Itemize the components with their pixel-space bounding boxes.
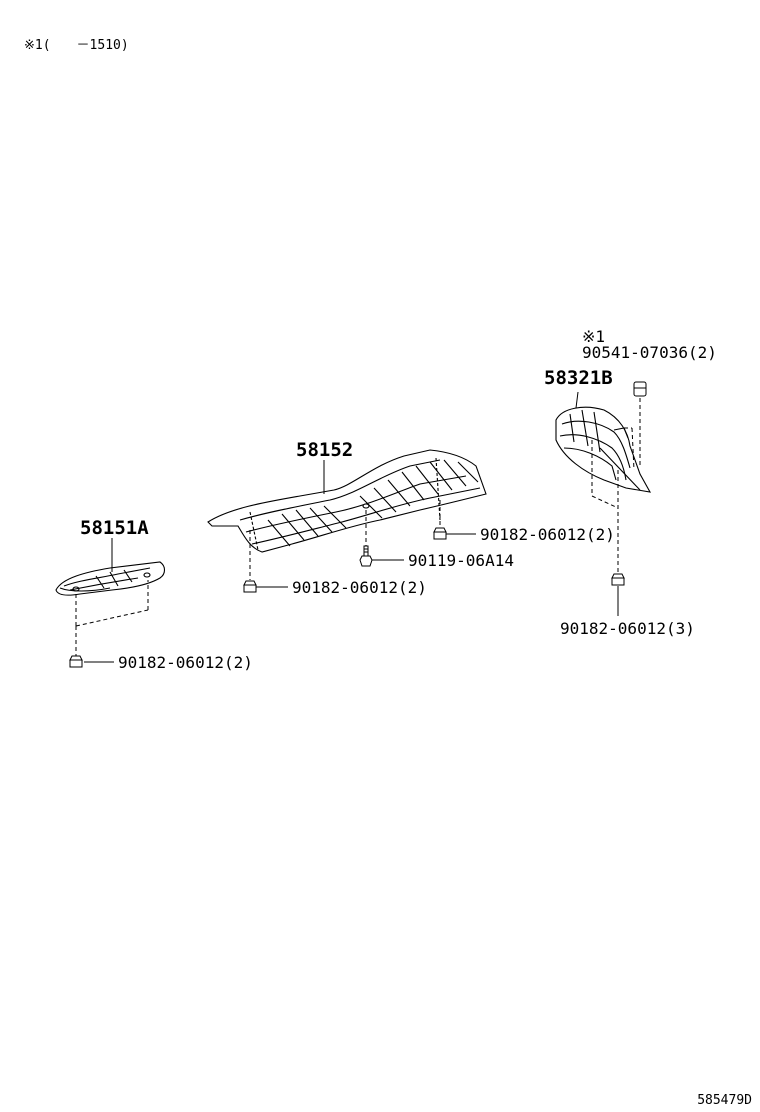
nut-right-lower[interactable] [611,573,625,586]
heat-insulator-58321b[interactable] [555,406,652,493]
nut-right-upper[interactable] [433,527,447,540]
header-note: ※1( －1510) [24,38,129,53]
part-number-90182-left: 90182-06012(2) [118,653,253,672]
nut-left[interactable] [69,655,83,668]
part-number-58151a: 58151A [80,517,149,539]
part-number-58321b: 58321B [544,367,613,389]
part-number-90182-right-upper: 90182-06012(2) [480,525,615,544]
grommet-90541[interactable] [633,381,647,397]
part-number-90182-center-left: 90182-06012(2) [292,578,427,597]
part-number-90119: 90119-06A14 [408,551,514,570]
part-number-58152: 58152 [296,439,353,461]
part-note-90541: ※1 [582,327,605,346]
illustration-reference: 585479D [697,1093,752,1108]
bolt-90119[interactable] [359,545,373,567]
heat-insulator-58152[interactable] [207,449,487,553]
leader-58321b [575,391,641,616]
part-number-90541: 90541-07036(2) [582,343,717,362]
leader-58152 [249,460,476,588]
part-number-90182-right-lower: 90182-06012(3) [560,619,695,638]
leader-58151a [75,538,149,663]
nut-center-left[interactable] [243,580,257,593]
heat-insulator-58151a[interactable] [55,561,166,596]
